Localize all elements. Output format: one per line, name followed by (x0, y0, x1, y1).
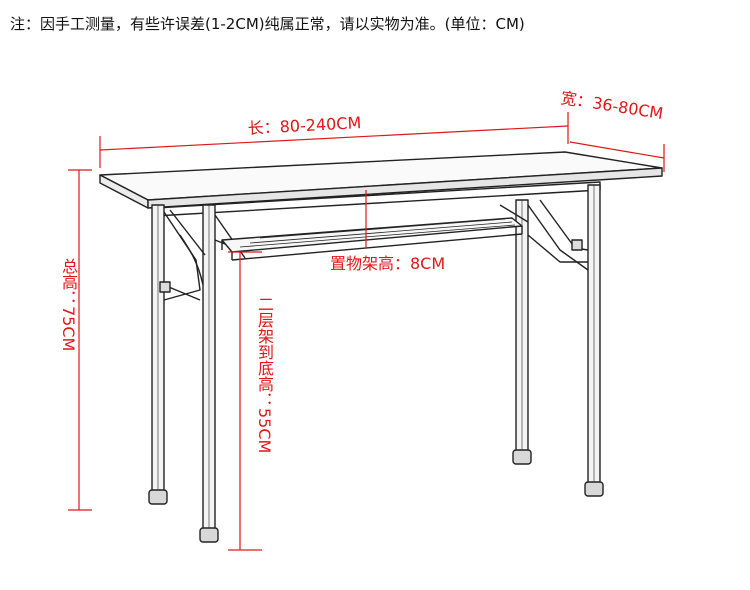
total-height-label: 总高：75CM (59, 258, 78, 352)
folding-brace-left (159, 209, 246, 301)
measurement-note: 注：因手工测量，有些许误差(1-2CM)纯属正常，请以实物为准。(单位：CM) (10, 15, 525, 33)
leg-center-left (199, 204, 219, 543)
dimension-lines (68, 112, 665, 551)
width-dimension-line (569, 141, 665, 159)
lower-shelf (221, 217, 523, 261)
tabletop-front-edge (147, 167, 663, 209)
leg-front-left (148, 204, 168, 505)
leg-back-right (512, 199, 532, 465)
leg-front-right (584, 184, 604, 497)
folding-table-illustration (99, 151, 663, 543)
shelf-to-floor-label: 二层架到底高：55CM (255, 296, 274, 454)
width-label: 宽：36-80CM (559, 88, 664, 123)
length-dimension-line (99, 125, 569, 151)
length-label: 长：80-240CM (247, 113, 361, 138)
shelf-height-label: 置物架高：8CM (330, 254, 445, 273)
folding-brace-right (499, 199, 589, 271)
